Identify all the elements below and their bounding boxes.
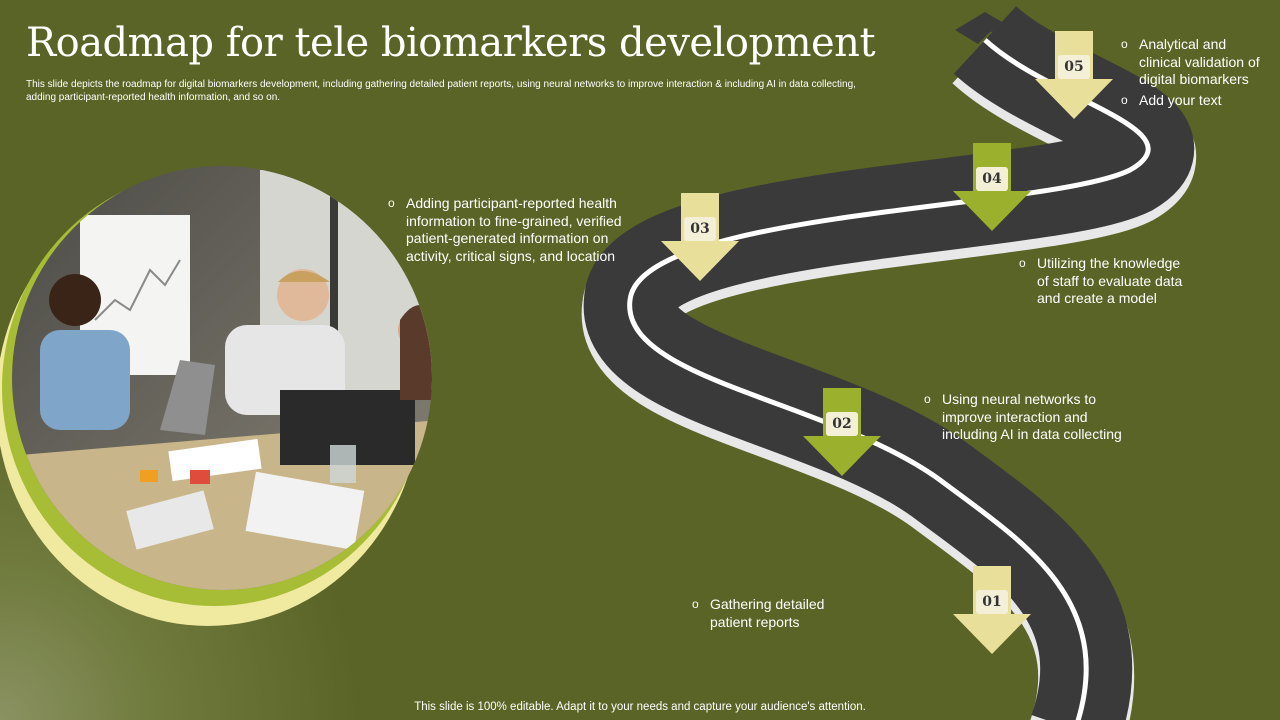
- step-05-extra-text: o Add your text: [1121, 92, 1222, 108]
- step-01-number: 01: [976, 590, 1008, 614]
- bullet-icon: o: [1019, 256, 1026, 270]
- step-03-number: 03: [684, 217, 716, 241]
- bullet-icon: o: [692, 597, 699, 611]
- step-03-marker: 03: [661, 193, 739, 283]
- step-02-number: 02: [826, 412, 858, 436]
- step-01-text: o Gathering detailed patient reports: [692, 596, 825, 630]
- step-05-number: 05: [1058, 55, 1090, 79]
- bullet-icon: o: [924, 392, 931, 406]
- step-04-number: 04: [976, 167, 1008, 191]
- bullet-icon: o: [1121, 37, 1128, 51]
- step-01-marker: 01: [953, 566, 1031, 656]
- page-title: Roadmap for tele biomarkers development: [26, 20, 876, 66]
- step-05-marker: 05: [1035, 31, 1113, 121]
- footer-note: This slide is 100% editable. Adapt it to…: [414, 701, 866, 713]
- page-subtitle: This slide depicts the roadmap for digit…: [26, 79, 856, 103]
- bullet-icon: o: [1121, 93, 1128, 107]
- step-02-text: o Using neural networks to improve inter…: [924, 391, 1122, 442]
- step-02-marker: 02: [803, 388, 881, 478]
- step-04-text: o Utilizing the knowledge of staff to ev…: [1019, 255, 1183, 306]
- step-05-text: o Analytical and clinical validation of …: [1121, 36, 1260, 87]
- step-04-marker: 04: [953, 143, 1031, 233]
- step-03-text: o Adding participant-reported health inf…: [388, 195, 622, 264]
- bullet-icon: o: [388, 196, 395, 210]
